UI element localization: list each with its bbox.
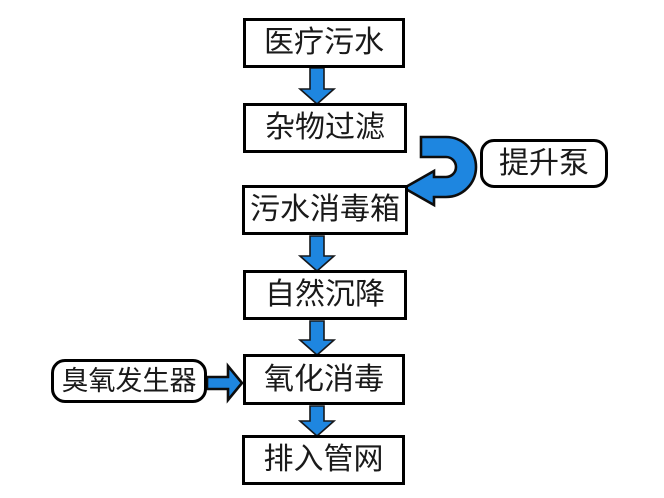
flow-node-debris-filter: 杂物过滤 — [243, 103, 407, 153]
flow-node-natural-sedimentation: 自然沉降 — [243, 270, 407, 320]
flow-node-label: 提升泵 — [499, 145, 589, 181]
right-arrow-ozone-to-oxidation — [205, 362, 244, 404]
flow-node-label: 臭氧发生器 — [61, 365, 197, 397]
flow-node-sewage-disinfection-tank: 污水消毒箱 — [242, 185, 408, 235]
flow-node-oxidation-disinfection: 氧化消毒 — [243, 354, 405, 405]
flow-node-label: 杂物过滤 — [265, 110, 385, 145]
down-arrow-oxidation-to-discharge — [297, 405, 337, 438]
flow-node-label: 排入管网 — [263, 442, 384, 477]
flow-node-ozone-generator: 臭氧发生器 — [51, 359, 207, 403]
uturn-arrow-filter-to-tank-via-pump — [401, 135, 478, 208]
down-arrow-sedimentation-to-oxidation — [297, 320, 337, 357]
down-arrow-medical-to-filter — [297, 67, 337, 106]
flow-node-discharge-pipe-network: 排入管网 — [242, 435, 405, 485]
flow-node-label: 医疗污水 — [264, 25, 384, 60]
flow-node-label: 污水消毒箱 — [250, 192, 400, 227]
flow-node-lift-pump: 提升泵 — [480, 139, 608, 188]
flow-node-label: 氧化消毒 — [264, 361, 384, 397]
down-arrow-tank-to-sedimentation — [297, 235, 337, 273]
flow-node-label: 自然沉降 — [265, 277, 385, 312]
flow-node-medical-sewage: 医疗污水 — [243, 18, 405, 68]
